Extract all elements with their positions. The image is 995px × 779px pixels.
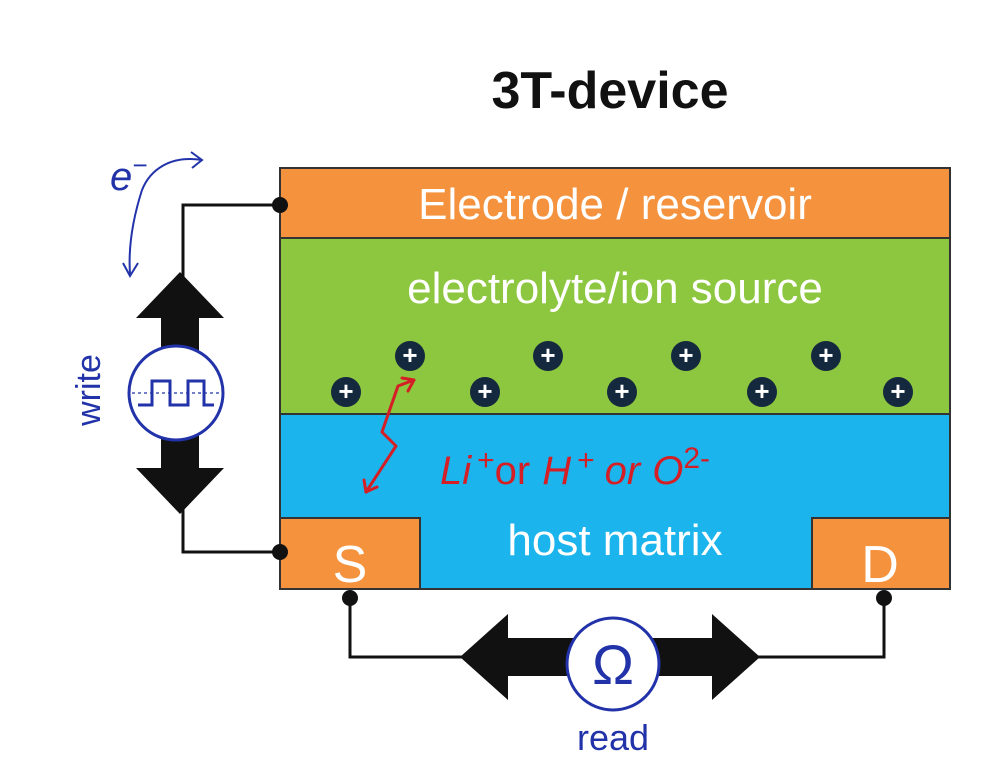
electrolyte-label: electrolyte/ion source: [407, 264, 823, 313]
write-node-top: [272, 197, 288, 213]
read-label: read: [577, 717, 649, 758]
ion: +: [395, 340, 425, 371]
read-node-source: [342, 590, 358, 606]
ion: +: [607, 376, 637, 407]
ion-row-lower: + + + + +: [331, 376, 913, 407]
pulse-generator-icon: [127, 344, 225, 442]
host-matrix-label: host matrix: [507, 516, 722, 565]
write-node-bottom: [272, 544, 288, 560]
write-label: write: [70, 354, 108, 427]
write-circuit: write: [70, 197, 288, 560]
page-title: 3T-device: [491, 62, 728, 120]
svg-text:+: +: [818, 340, 833, 370]
read-node-drain: [876, 590, 892, 606]
electron-arrow: [128, 158, 203, 275]
electrode-label: Electrode / reservoir: [418, 180, 812, 229]
ion-migration-arrow: [362, 376, 416, 494]
svg-text:Ω: Ω: [592, 633, 634, 696]
svg-text:+: +: [890, 376, 905, 406]
svg-text:+: +: [754, 376, 769, 406]
source-label: S: [333, 536, 368, 594]
svg-text:+: +: [402, 340, 417, 370]
drain-terminal: [811, 517, 951, 590]
svg-text:+: +: [678, 340, 693, 370]
ion-row-upper: + + + +: [395, 340, 841, 371]
ion: +: [533, 340, 563, 371]
electron-label: e−: [110, 150, 147, 199]
read-circuit: Ω read: [342, 590, 892, 758]
svg-text:+: +: [477, 376, 492, 406]
svg-text:+: +: [614, 376, 629, 406]
svg-text:+: +: [338, 376, 353, 406]
ohmmeter-icon: Ω: [565, 616, 661, 712]
ion: +: [883, 376, 913, 407]
electrode-layer: [279, 167, 951, 239]
ion: +: [470, 376, 500, 407]
electron-flow: e−: [110, 150, 204, 279]
ion: +: [331, 376, 361, 407]
ion: +: [671, 340, 701, 371]
ion: +: [747, 376, 777, 407]
source-terminal: [279, 517, 421, 590]
svg-text:+: +: [540, 340, 555, 370]
drain-label: D: [861, 536, 899, 594]
ion: +: [811, 340, 841, 371]
